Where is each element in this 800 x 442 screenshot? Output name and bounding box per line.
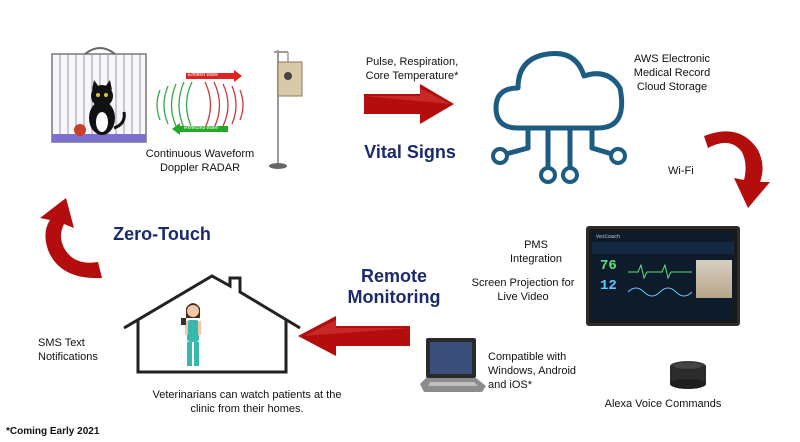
zero-touch-title: Zero-Touch	[113, 224, 211, 244]
live-video-feed	[696, 260, 732, 298]
pms-integration-label: PMS Integration	[496, 238, 576, 266]
laptop-compatibility-label: Compatible with Windows, Android and iOS…	[488, 350, 592, 392]
cloud-storage-icon	[491, 50, 627, 184]
alexa-label: Alexa Voice Commands	[604, 398, 722, 410]
arrow-to-cloud-icon	[364, 84, 454, 124]
footnote: *Coming Early 2021	[6, 426, 100, 437]
monitor-brand: VetCoach	[596, 234, 621, 240]
screen-projection-label: Screen Projection for Live Video	[462, 276, 584, 304]
radar-caption-line1: Continuous Waveform	[145, 148, 255, 160]
vital-measures-label: Pulse, Respiration, Core Temperature*	[352, 55, 472, 83]
laptop-line2: Windows, Android	[488, 365, 577, 377]
vital-measures-line2: Core Temperature*	[365, 70, 459, 82]
cloud-storage-label: AWS Electronic Medical Record Cloud Stor…	[612, 52, 732, 94]
radar-caption: Continuous Waveform Doppler RADAR	[130, 147, 270, 175]
cat-cage-illustration	[51, 47, 147, 143]
veterinarian-figure	[181, 303, 201, 366]
curved-arrow-to-monitor-icon	[704, 131, 770, 208]
laptop-line1: Compatible with	[488, 351, 567, 363]
emitted-wave-arrowhead	[234, 70, 242, 82]
reflected-wave-label: Reflected wave	[184, 125, 219, 131]
remote-monitoring-title: Remote Monitoring	[334, 266, 454, 308]
radar-caption-line2: Doppler RADAR	[159, 162, 241, 174]
arrow-to-home-icon	[298, 316, 410, 356]
radar-sensor-stand	[269, 50, 303, 169]
pms-line2: Integration	[510, 253, 562, 265]
home-icon	[123, 274, 301, 374]
sms-line2: Notifications	[38, 351, 98, 363]
sms-line1: SMS Text	[38, 337, 85, 349]
sms-notifications-label: SMS Text Notifications	[38, 336, 118, 364]
home-line1: Veterinarians can watch patients at the	[152, 389, 342, 401]
emitted-wave-arrow	[186, 73, 234, 79]
cloud-line2: Medical Record	[633, 67, 711, 79]
projection-line2: Live Video	[497, 291, 549, 303]
wifi-label: Wi-Fi	[668, 165, 694, 177]
cloud-line1: AWS Electronic	[633, 53, 710, 65]
vital-signs-title: Vital Signs	[364, 142, 456, 162]
remote-line2: Monitoring	[347, 287, 441, 307]
home-caption: Veterinarians can watch patients at the …	[130, 388, 364, 416]
reflected-wave-arrow	[180, 126, 228, 132]
vital-measures-line1: Pulse, Respiration,	[365, 56, 459, 68]
monitor-display: VetCoach 76 12	[586, 226, 740, 326]
pms-line1: PMS	[524, 239, 548, 251]
cloud-line3: Cloud Storage	[636, 81, 708, 93]
laptop-icon	[420, 338, 486, 392]
remote-line1: Remote	[360, 266, 427, 286]
respiration-value: 12	[600, 278, 617, 294]
emitted-wave-label: Emitted wave	[188, 72, 219, 78]
alexa-device-icon	[670, 361, 706, 389]
radar-wave-illustration	[156, 81, 244, 129]
monitor-header-bar	[592, 242, 734, 254]
heart-rate-value: 76	[600, 258, 617, 274]
reflected-wave-arrowhead	[172, 123, 180, 135]
home-line2: clinic from their homes.	[190, 403, 304, 415]
curved-arrow-zero-touch-icon	[40, 198, 102, 279]
laptop-line3: and iOS*	[488, 379, 533, 391]
monitor-screen: VetCoach 76 12	[592, 232, 734, 320]
projection-line1: Screen Projection for	[471, 277, 575, 289]
waveform-trace	[627, 263, 693, 297]
